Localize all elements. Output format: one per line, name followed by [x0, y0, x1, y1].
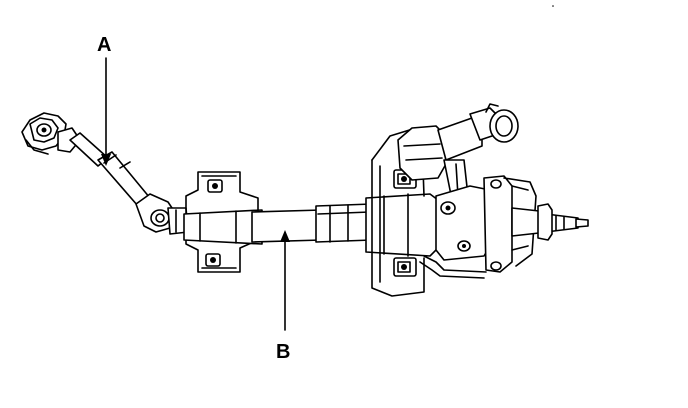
intermediate-shaft [21, 112, 189, 235]
callout-b: B [276, 230, 290, 363]
steering-column [183, 103, 589, 297]
callout-label-b: B [276, 341, 290, 363]
lower-mounting-bracket [185, 171, 259, 273]
speck [552, 5, 554, 7]
upper-shaft-spline [511, 203, 589, 241]
tilt-mechanism [419, 175, 537, 279]
upper-mounting-bracket [371, 127, 425, 297]
ignition-lock-assembly [397, 103, 519, 201]
upper-column-housing [365, 193, 439, 257]
callout-a-arrowhead [101, 154, 111, 166]
lower-universal-joint [135, 193, 189, 235]
callout-a: A [97, 34, 111, 166]
column-tube [251, 203, 373, 243]
callout-label-a: A [97, 34, 111, 56]
upper-universal-joint [21, 112, 81, 155]
callout-b-arrowhead [280, 230, 290, 242]
